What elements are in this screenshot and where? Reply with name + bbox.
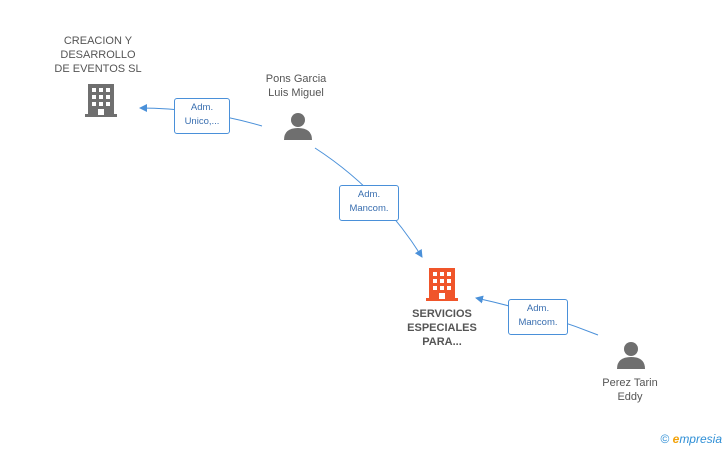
company-node-servicios-label[interactable]: SERVICIOS ESPECIALES PARA...	[407, 308, 477, 348]
company-node-creacion-label[interactable]: CREACION Y DESARROLLO DE EVENTOS SL	[54, 35, 142, 75]
edge-label-pons-servicios: Adm. Mancom.	[339, 185, 399, 221]
person-icon	[284, 113, 312, 140]
brand-logo-e: e	[672, 432, 680, 446]
brand-logo-text: mpresia	[679, 432, 722, 446]
edge-label-perez-servicios: Adm. Mancom.	[508, 299, 568, 335]
copyright-symbol: ©	[660, 432, 670, 446]
brand-watermark: © empresia	[660, 432, 722, 446]
person-node-perez-label[interactable]: Perez Tarin Eddy	[602, 377, 658, 403]
edge-label-pons-creacion: Adm. Unico,...	[174, 98, 230, 134]
person-node-pons-label[interactable]: Pons Garcia Luis Miguel	[265, 73, 327, 99]
person-icon	[617, 342, 645, 369]
building-icon	[85, 84, 117, 117]
building-highlight-icon	[426, 268, 458, 301]
